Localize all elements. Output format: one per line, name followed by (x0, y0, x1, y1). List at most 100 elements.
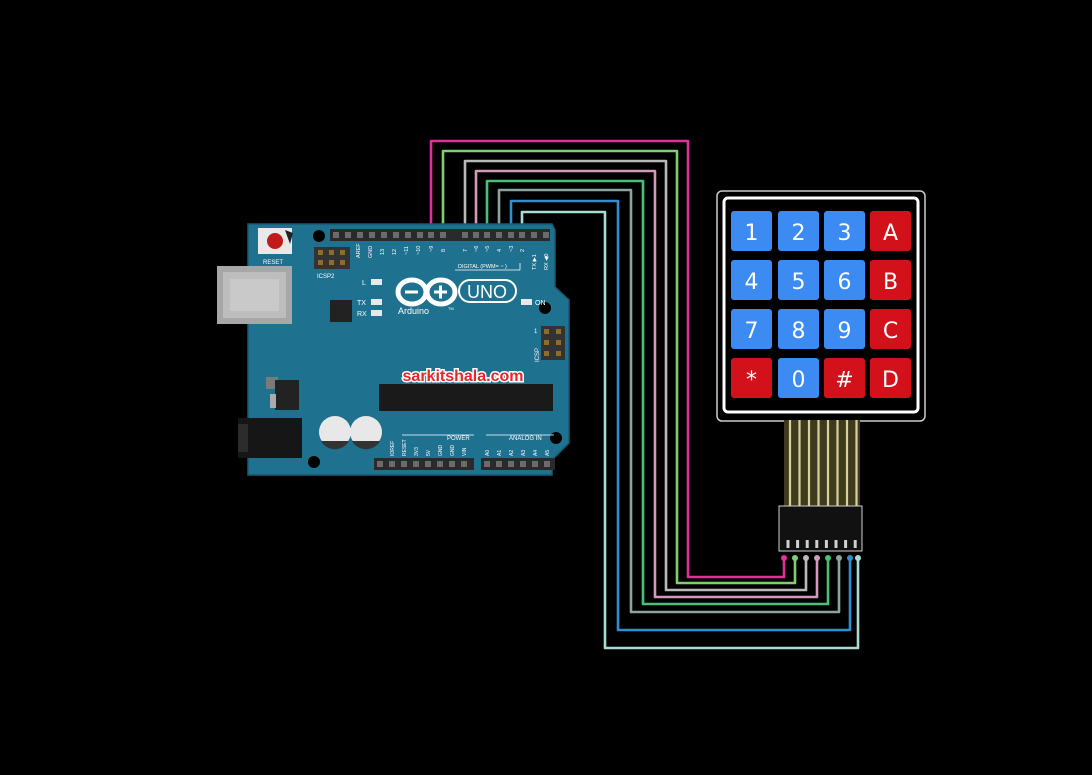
header-pin (449, 461, 455, 467)
wire-col4 (520, 210, 860, 650)
pin-label-13: 13 (380, 249, 386, 255)
keypad-key-3[interactable]: 3 (824, 211, 865, 251)
power-header (374, 458, 474, 470)
led-tx-label: TX (357, 300, 366, 307)
power-pin-label: GND (438, 445, 444, 457)
analog-in-label: ANALOG IN (509, 436, 542, 442)
header-pin (425, 461, 431, 467)
header-pin (484, 232, 490, 238)
icsp-label: ICSP (535, 348, 541, 362)
header-pin (417, 232, 423, 238)
connector-pin (815, 540, 819, 548)
keypad-key-c[interactable]: C (870, 309, 911, 349)
connector-pin-tip (836, 555, 842, 561)
header-pin (381, 232, 387, 238)
svg-text:D: D (882, 368, 899, 393)
icsp-header (541, 326, 565, 360)
connector-pin-tip (803, 555, 809, 561)
power-pin-label: RESET (402, 439, 408, 456)
keypad-key-8[interactable]: 8 (778, 309, 819, 349)
connector-pin (853, 540, 857, 548)
connector-pin-tip (792, 555, 798, 561)
keypad-key-2[interactable]: 2 (778, 211, 819, 251)
svg-text:3: 3 (838, 221, 852, 246)
led-l-label: L (362, 280, 366, 287)
power-pin-label: GND (450, 445, 456, 457)
pin-label-10: ~10 (416, 246, 422, 255)
header-pin (544, 461, 550, 467)
wire-col1 (485, 179, 830, 606)
wire-row3 (463, 159, 808, 592)
keypad-key-1[interactable]: 1 (731, 211, 772, 251)
header-pin (496, 232, 502, 238)
keypad-key-6[interactable]: 6 (824, 260, 865, 300)
pin-label-2: 2 (520, 249, 526, 252)
brand-label: Arduino (398, 306, 429, 316)
analog-pin-label: A2 (509, 450, 515, 456)
pin-label-6: ~6 (474, 246, 480, 252)
mounting-hole (308, 456, 320, 468)
keypad-key-star[interactable]: * (731, 358, 772, 398)
mounting-hole (539, 302, 551, 314)
connector-pin (824, 540, 828, 548)
header-pin (440, 232, 446, 238)
keypad-key-hash[interactable]: # (824, 358, 865, 398)
pin-label-rx0: RX ◀0 (544, 254, 550, 270)
analog-header (481, 458, 555, 470)
header-pin (508, 461, 514, 467)
header-pin (461, 461, 467, 467)
wire-col3 (509, 199, 852, 632)
header-pin (401, 461, 407, 467)
pin-label-5: ~5 (485, 246, 491, 252)
keypad-key-4[interactable]: 4 (731, 260, 772, 300)
status-leds (371, 279, 532, 316)
header-pin (405, 232, 411, 238)
uno-badge (458, 279, 517, 303)
ribbon-connector (778, 505, 863, 561)
keypad-key-0[interactable]: 0 (778, 358, 819, 398)
header-pin (531, 232, 537, 238)
connector-pin-tip (825, 555, 831, 561)
header-pin (437, 461, 443, 467)
connector-pin (834, 540, 838, 548)
icsp-pin1-label: 1 (534, 329, 538, 335)
usb-connector (217, 266, 292, 324)
keypad-key-d[interactable]: D (870, 358, 911, 398)
pin-label-8: 8 (441, 249, 447, 252)
keypad-key-9[interactable]: 9 (824, 309, 865, 349)
analog-pin-label: A5 (545, 450, 551, 456)
watermark-text: sarkitshala.com (403, 368, 524, 385)
header-pin (543, 232, 549, 238)
svg-text:9: 9 (838, 319, 852, 344)
keypad-key-7[interactable]: 7 (731, 309, 772, 349)
pin-label-4: 4 (497, 249, 503, 252)
mounting-hole (550, 432, 562, 444)
analog-pin-label: A4 (533, 450, 539, 456)
header-pin (389, 461, 395, 467)
led-rx (371, 310, 382, 316)
svg-text:#: # (835, 368, 853, 393)
pin-label-12: 12 (392, 249, 398, 255)
keypad-key-a[interactable]: A (870, 211, 911, 251)
connector-pin-tip (781, 555, 787, 561)
header-pin (484, 461, 490, 467)
voltage-regulator (266, 377, 299, 410)
header-pin (393, 232, 399, 238)
led-rx-label: RX (357, 311, 367, 318)
pin-label-tx1: TX ▶1 (532, 254, 538, 270)
header-pin (428, 232, 434, 238)
keypad-key-5[interactable]: 5 (778, 260, 819, 300)
keypad-key-b[interactable]: B (870, 260, 911, 300)
reset-button[interactable] (258, 228, 293, 254)
dc-jack (238, 418, 302, 458)
pin-label-aref: AREF (356, 243, 362, 258)
header-pin (496, 461, 502, 467)
analog-pin-label: A0 (485, 450, 491, 456)
connector-pin (844, 540, 848, 548)
pin-label-7: 7 (463, 249, 469, 252)
svg-text:4: 4 (745, 270, 759, 295)
